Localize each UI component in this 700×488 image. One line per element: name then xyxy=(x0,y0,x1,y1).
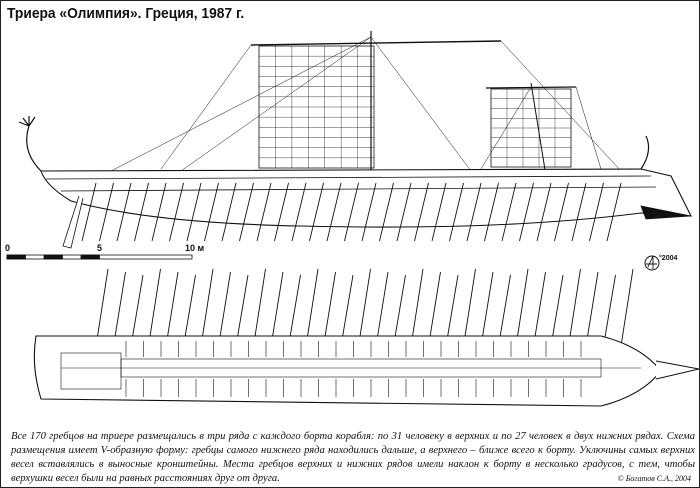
oar xyxy=(603,274,616,347)
steering-oar xyxy=(62,195,84,249)
oar xyxy=(169,182,184,242)
copyright: © Богатов С.А., 2004 xyxy=(617,474,691,483)
scale-bar xyxy=(6,254,193,260)
author-mark-icon xyxy=(644,255,660,271)
oar xyxy=(480,271,494,347)
oar xyxy=(204,182,219,242)
oar xyxy=(323,271,336,347)
caption: Все 170 гребцов на триере размещались в … xyxy=(11,431,695,484)
oar xyxy=(589,182,604,242)
oar xyxy=(585,271,599,347)
oar xyxy=(344,182,359,242)
fore-sail-grid xyxy=(491,89,571,167)
oar xyxy=(410,268,424,347)
main-yard xyxy=(250,40,502,46)
top-view xyxy=(33,268,699,407)
hull-side xyxy=(40,168,692,228)
oar xyxy=(428,271,441,347)
rower-benches xyxy=(125,341,582,397)
oar xyxy=(113,271,126,347)
oar xyxy=(393,274,406,347)
ram-plan xyxy=(655,360,699,380)
scale-segment xyxy=(43,254,63,260)
oar xyxy=(116,182,132,242)
author-mark-year: °2004 xyxy=(659,255,678,262)
oar xyxy=(484,182,499,242)
oar xyxy=(463,268,476,347)
oar xyxy=(151,182,167,242)
oar xyxy=(95,268,109,347)
oar xyxy=(375,271,389,347)
oar xyxy=(550,274,564,347)
oar xyxy=(445,274,459,347)
oar xyxy=(519,182,534,242)
fore-mast xyxy=(530,82,547,177)
drawing-title: Триера «Олимпия». Греция, 1987 г. xyxy=(7,5,245,22)
top-oars xyxy=(95,268,634,347)
oar xyxy=(326,182,342,242)
oar xyxy=(361,182,377,242)
oar xyxy=(256,182,272,242)
wale-line xyxy=(60,186,657,192)
oar xyxy=(466,182,482,242)
oar xyxy=(239,182,254,242)
oar xyxy=(148,268,161,347)
oar xyxy=(431,182,447,242)
oar xyxy=(501,182,517,242)
oar xyxy=(200,268,214,347)
oar xyxy=(130,274,144,347)
oar xyxy=(606,182,622,242)
oar xyxy=(305,268,319,347)
oar xyxy=(291,182,307,242)
rigging xyxy=(110,36,622,172)
oar xyxy=(218,271,231,347)
side-view xyxy=(18,31,692,249)
oar xyxy=(183,274,196,347)
oar xyxy=(568,268,581,347)
scale-label-10: 10 м xyxy=(185,243,205,253)
oar xyxy=(498,274,511,347)
oar xyxy=(99,182,114,242)
oar xyxy=(288,274,301,347)
oar xyxy=(620,268,634,347)
oar xyxy=(533,271,546,347)
scale-label-5: 5 xyxy=(97,243,103,253)
hull-plan xyxy=(33,335,662,407)
oar xyxy=(81,182,97,242)
oar xyxy=(340,274,354,347)
oar xyxy=(186,182,202,242)
oar xyxy=(515,268,529,347)
oar xyxy=(554,182,569,242)
oar xyxy=(571,182,587,242)
stern-deck xyxy=(60,352,122,390)
oar xyxy=(270,271,284,347)
bow-ornament xyxy=(640,135,650,170)
oar xyxy=(358,268,371,347)
scale-segment xyxy=(80,254,100,260)
deck-line xyxy=(45,175,652,180)
side-oars xyxy=(81,182,622,242)
ram xyxy=(640,205,692,220)
oar xyxy=(221,182,237,242)
oar xyxy=(449,182,464,242)
scale-segment xyxy=(6,254,26,260)
oar xyxy=(414,182,429,242)
oar xyxy=(274,182,289,242)
scale-label-0: 0 xyxy=(5,243,11,253)
main-sail-grid xyxy=(259,46,374,168)
stern-ornament xyxy=(18,116,42,172)
oar xyxy=(396,182,412,242)
oar xyxy=(165,271,179,347)
oar xyxy=(235,274,249,347)
fore-yard xyxy=(485,86,577,89)
oar xyxy=(379,182,394,242)
oar xyxy=(536,182,552,242)
oar xyxy=(309,182,324,242)
oar xyxy=(253,268,266,347)
oar xyxy=(134,182,149,242)
